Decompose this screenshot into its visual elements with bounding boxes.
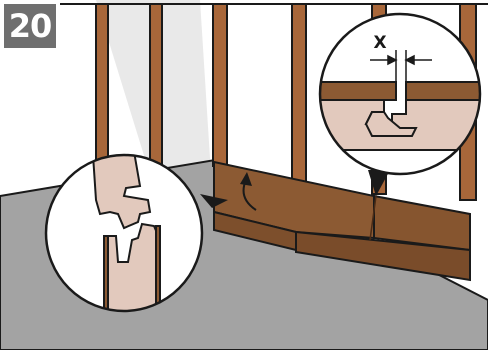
- plank-lower-right: [295, 230, 471, 282]
- gap-dimension-marker: [370, 50, 432, 86]
- laminate-rows: [213, 160, 471, 282]
- joint-detail-right: [318, 12, 482, 176]
- stud: [212, 3, 228, 167]
- pointer-triangle-icon: [200, 194, 228, 208]
- pointer-triangle-icon: [368, 170, 390, 196]
- step-number-badge: 20: [4, 4, 56, 48]
- joint-detail-left: [44, 153, 204, 313]
- gap-label: X: [373, 33, 387, 53]
- stud: [291, 3, 307, 187]
- curved-arrow-icon: [240, 172, 257, 211]
- stud: [149, 3, 163, 177]
